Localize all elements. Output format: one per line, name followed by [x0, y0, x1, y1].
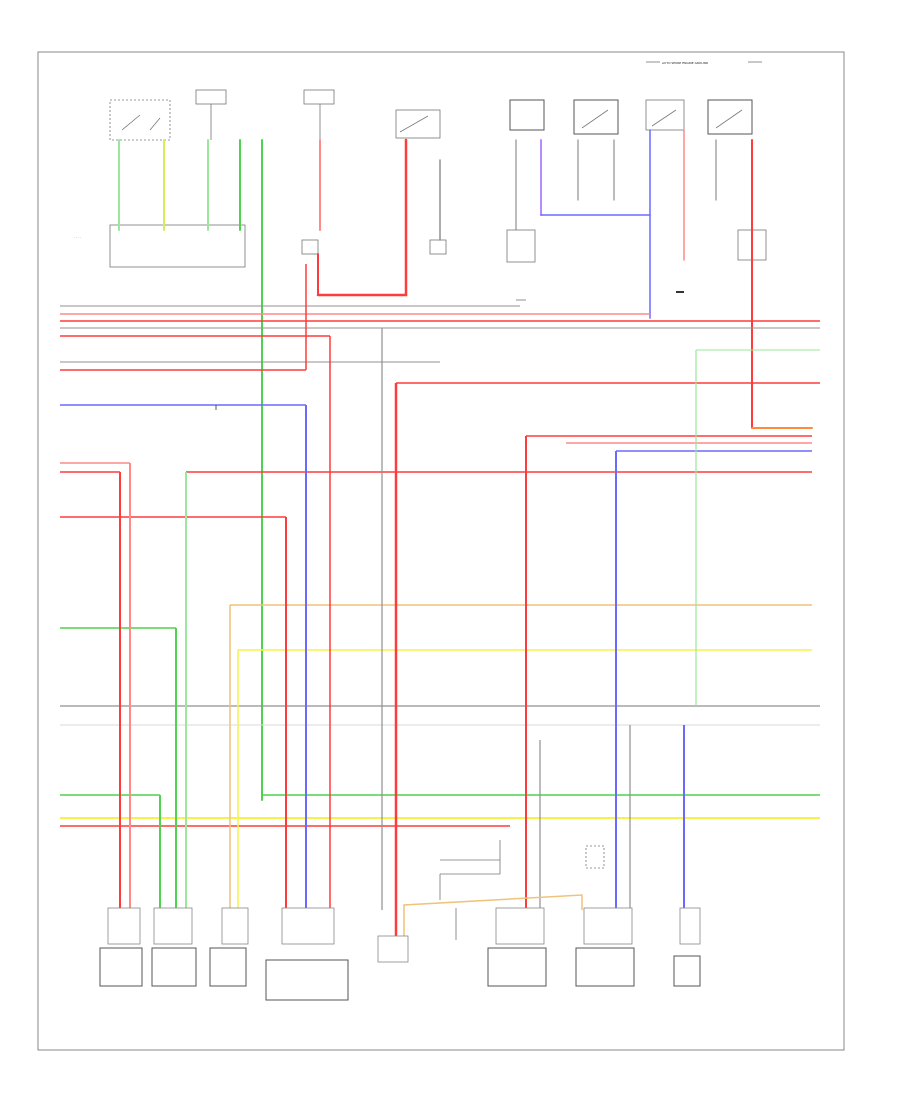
header-ground-label: AUTO SENSE ENGINE GROUND [646, 61, 762, 65]
bottom-connectors [107, 907, 701, 963]
mid-relays [301, 229, 767, 263]
svg-text:. . . .: . . . . [74, 235, 81, 239]
top-wires [118, 129, 813, 801]
component-box-1 [99, 947, 143, 987]
top-fuse-group [195, 89, 441, 140]
component-box-3 [209, 947, 247, 987]
component-box-5 [487, 947, 547, 987]
component-box-7 [673, 955, 701, 987]
bus-lines [60, 264, 820, 827]
header-label-text: AUTO SENSE ENGINE GROUND [662, 61, 709, 65]
vertical-drops [119, 328, 697, 958]
component-box-6 [575, 947, 635, 987]
bottom-components [99, 947, 701, 1001]
top-right-sensors [509, 99, 753, 135]
diagram-frame [37, 51, 845, 1051]
component-box-4 [265, 959, 349, 1001]
top-left-relay: . . . . [74, 99, 246, 268]
component-box-2 [151, 947, 197, 987]
bottom-relay [403, 840, 605, 958]
ground-symbols [516, 291, 684, 301]
